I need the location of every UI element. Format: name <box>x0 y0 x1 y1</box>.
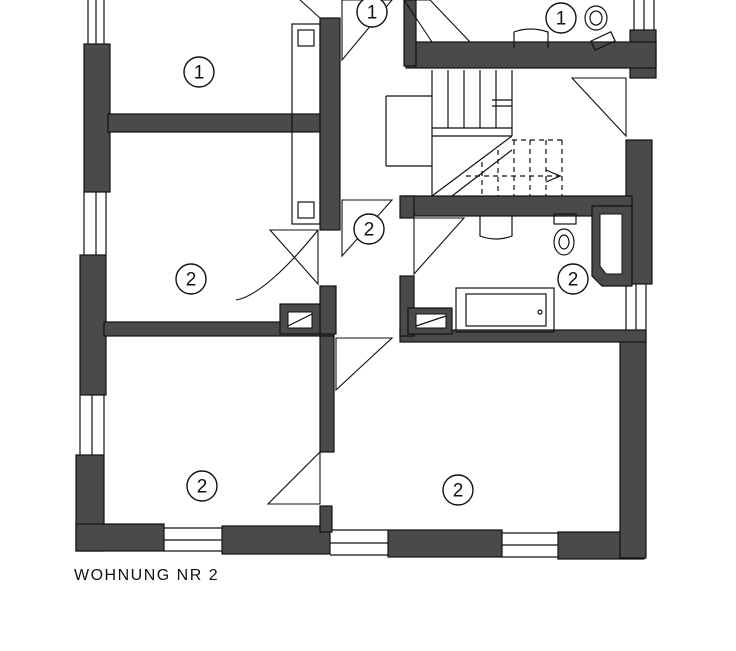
svg-text:1: 1 <box>194 63 205 84</box>
exterior-walls <box>75 29 657 560</box>
bathtub-icon <box>455 287 555 333</box>
room-label-bathroom: 2 <box>557 263 589 295</box>
room-label-bottom-right: 2 <box>442 474 474 506</box>
svg-text:2: 2 <box>186 270 197 291</box>
duct-shaft <box>291 23 321 225</box>
svg-text:2: 2 <box>197 477 208 498</box>
room-labels: 1 1 1 2 2 2 2 2 <box>175 0 589 506</box>
toilet-icon-upper <box>584 5 608 31</box>
svg-text:1: 1 <box>367 3 378 24</box>
toilet-icon <box>553 228 575 256</box>
bath-fixtures <box>455 5 616 333</box>
windows <box>79 0 655 558</box>
svg-text:2: 2 <box>568 270 579 291</box>
room-label-bottom-left: 2 <box>186 470 218 502</box>
svg-text:1: 1 <box>556 9 567 30</box>
plan-caption: WOHNUNG NR 2 <box>74 567 219 584</box>
svg-text:2: 2 <box>453 481 464 502</box>
svg-text:2: 2 <box>364 220 375 241</box>
room-label-hall: 2 <box>353 213 385 245</box>
washbasin-icon <box>479 216 513 240</box>
room-label-top-left: 1 <box>183 56 215 88</box>
interior-walls <box>103 0 647 533</box>
room-label-top-corridor: 1 <box>356 0 388 28</box>
doors <box>235 0 627 505</box>
staircase <box>385 70 563 197</box>
room-label-middle-left: 2 <box>175 263 207 295</box>
room-label-top-bath: 1 <box>545 2 577 34</box>
